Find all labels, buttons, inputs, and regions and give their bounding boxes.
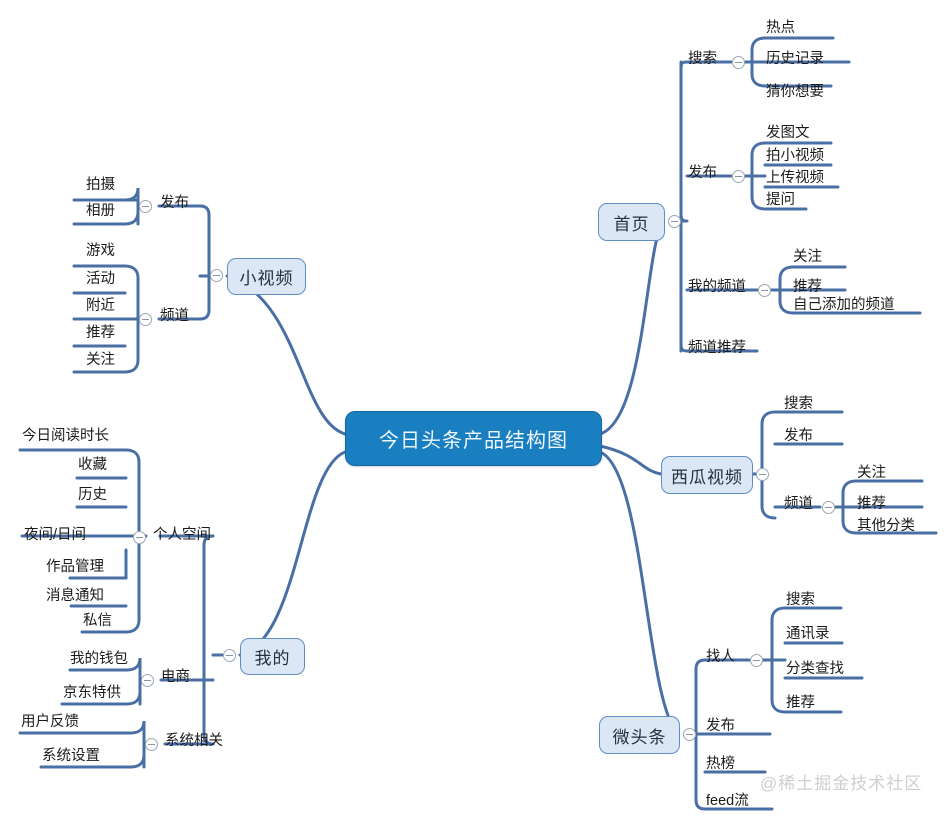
label-shouye-sousuo[interactable]: 搜索	[688, 51, 717, 67]
label-wode-gerenkongjian-xiaoxitongzhi[interactable]: 消息通知	[46, 588, 104, 604]
toggle-shouye-sousuo[interactable]	[732, 56, 745, 69]
label-wode-gerenkongjian-zuopinguanli[interactable]: 作品管理	[46, 559, 104, 575]
label-xiaoshipin-pindao-guanzhu[interactable]: 关注	[86, 352, 115, 368]
root-node[interactable]: 今日头条产品结构图	[345, 411, 602, 466]
toggle-wode[interactable]	[223, 649, 236, 662]
label-weitoutiao-zhaoren[interactable]: 找人	[706, 649, 735, 665]
label-wode-dianshang-qianbao[interactable]: 我的钱包	[70, 651, 128, 667]
label-xigua-sousuo[interactable]: 搜索	[784, 396, 813, 412]
label-xiaoshipin-pindao-huodong[interactable]: 活动	[86, 271, 115, 287]
label-wode-gerenkongjian[interactable]: 个人空间	[153, 527, 211, 543]
toggle-xigua[interactable]	[756, 468, 769, 481]
label-wode-gerenkongjian-yejianrijian[interactable]: 夜间/日间	[24, 527, 87, 543]
label-wode-gerenkongjian-sixin[interactable]: 私信	[83, 613, 112, 629]
label-xiaoshipin-pindao[interactable]: 频道	[160, 308, 189, 324]
label-wode-xitongxiangguan-shezhi[interactable]: 系统设置	[42, 748, 100, 764]
label-xiaoshipin-pindao-tuijian[interactable]: 推荐	[86, 325, 115, 341]
label-xigua-pindao-qitafenlei[interactable]: 其他分类	[857, 518, 915, 534]
label-xiaoshipin-pindao-fujin[interactable]: 附近	[86, 298, 115, 314]
label-shouye-fabu-shangchuanshipin[interactable]: 上传视频	[766, 170, 824, 186]
label-shouye-pindaotuijian[interactable]: 频道推荐	[688, 340, 746, 356]
label-wode-gerenkongjian-lishi[interactable]: 历史	[78, 487, 107, 503]
toggle-shouye[interactable]	[668, 215, 681, 228]
node-wode[interactable]: 我的	[240, 638, 305, 675]
label-wode-xitongxiangguan[interactable]: 系统相关	[165, 733, 223, 749]
label-shouye-fabu[interactable]: 发布	[688, 165, 717, 181]
label-shouye-fabu-paixiaoshipin[interactable]: 拍小视频	[766, 148, 824, 164]
label-shouye-sousuo-redian[interactable]: 热点	[766, 20, 795, 36]
label-xiaoshipin-fabu[interactable]: 发布	[160, 195, 189, 211]
toggle-xigua-pindao[interactable]	[822, 501, 835, 514]
label-shouye-wodepindao[interactable]: 我的频道	[688, 279, 746, 295]
toggle-wode-dianshang[interactable]	[141, 674, 154, 687]
label-weitoutiao-zhaoren-tuijian[interactable]: 推荐	[786, 695, 815, 711]
label-shouye-wodepindao-zijitianjia[interactable]: 自己添加的频道	[793, 297, 895, 313]
label-xigua-fabu[interactable]: 发布	[784, 428, 813, 444]
label-shouye-sousuo-lishijilu[interactable]: 历史记录	[766, 51, 824, 67]
toggle-wode-xitongxiangguan[interactable]	[145, 738, 158, 751]
toggle-wode-gerenkongjian[interactable]	[133, 531, 146, 544]
node-weitoutiao[interactable]: 微头条	[599, 716, 680, 754]
watermark: @稀土掘金技术社区	[760, 774, 923, 793]
label-xigua-pindao-tuijian[interactable]: 推荐	[857, 496, 886, 512]
label-weitoutiao-feedliu[interactable]: feed流	[706, 793, 749, 809]
label-xiaoshipin-fabu-paishe[interactable]: 拍摄	[86, 177, 115, 193]
node-xiaoshipin-label: 小视频	[239, 269, 294, 288]
label-shouye-fabu-tiwen[interactable]: 提问	[766, 192, 795, 208]
label-xiaoshipin-pindao-youxi[interactable]: 游戏	[86, 243, 115, 259]
label-wode-xitongxiangguan-fankui[interactable]: 用户反馈	[21, 714, 79, 730]
node-weitoutiao-label: 微头条	[612, 727, 667, 747]
label-weitoutiao-zhaoren-sousuo[interactable]: 搜索	[786, 592, 815, 608]
label-wode-dianshang[interactable]: 电商	[161, 669, 190, 685]
toggle-xiaoshipin-pindao[interactable]	[139, 313, 152, 326]
node-xigua-label: 西瓜视频	[671, 467, 743, 487]
toggle-weitoutiao-zhaoren[interactable]	[750, 654, 763, 667]
toggle-shouye-fabu[interactable]	[732, 170, 745, 183]
label-wode-gerenkongjian-yuedushichang[interactable]: 今日阅读时长	[22, 428, 109, 444]
label-shouye-fabu-fatuwen[interactable]: 发图文	[766, 125, 810, 141]
node-shouye-label: 首页	[613, 214, 650, 234]
label-weitoutiao-zhaoren-tongxunlu[interactable]: 通讯录	[786, 626, 830, 642]
toggle-xiaoshipin[interactable]	[210, 269, 223, 282]
label-xiaoshipin-fabu-xiangce[interactable]: 相册	[86, 203, 115, 219]
node-wode-label: 我的	[254, 649, 291, 668]
node-shouye[interactable]: 首页	[598, 203, 665, 241]
node-xigua[interactable]: 西瓜视频	[661, 456, 753, 494]
label-weitoutiao-fabu[interactable]: 发布	[706, 718, 735, 734]
label-weitoutiao-rebang[interactable]: 热榜	[706, 756, 735, 772]
toggle-shouye-wodepindao[interactable]	[758, 284, 771, 297]
label-wode-gerenkongjian-shoucang[interactable]: 收藏	[78, 457, 107, 473]
label-wode-dianshang-jingdongtegong[interactable]: 京东特供	[63, 685, 121, 701]
label-xigua-pindao[interactable]: 频道	[784, 496, 813, 512]
label-shouye-wodepindao-tuijian[interactable]: 推荐	[793, 279, 822, 295]
node-xiaoshipin[interactable]: 小视频	[227, 258, 306, 295]
toggle-weitoutiao[interactable]	[683, 728, 696, 741]
toggle-xiaoshipin-fabu[interactable]	[139, 200, 152, 213]
root-node-label: 今日头条产品结构图	[379, 430, 568, 452]
label-shouye-sousuo-cainixiangyao[interactable]: 猜你想要	[766, 84, 824, 100]
label-xigua-pindao-guanzhu[interactable]: 关注	[857, 465, 886, 481]
label-weitoutiao-zhaoren-fenleichazhao[interactable]: 分类查找	[786, 661, 844, 677]
label-shouye-wodepindao-guanzhu[interactable]: 关注	[793, 249, 822, 265]
